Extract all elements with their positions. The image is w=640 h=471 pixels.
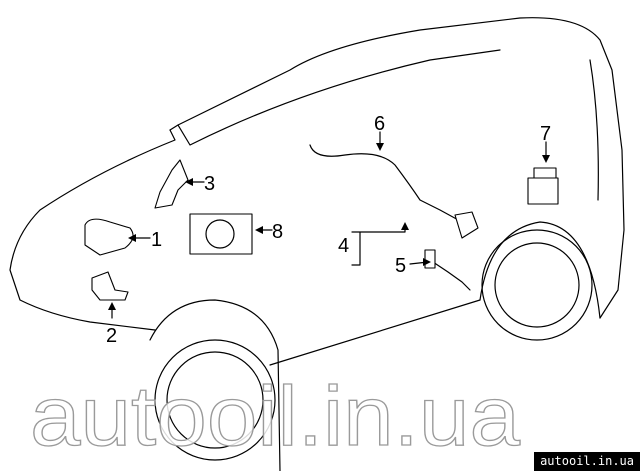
part-6-harness <box>309 144 463 223</box>
callout-8: 8 <box>272 221 283 243</box>
callout-1: 1 <box>151 229 162 251</box>
part-7-module <box>527 177 559 205</box>
watermark-badge: autooil.in.ua <box>534 452 640 471</box>
part-2-bracket <box>91 271 129 301</box>
watermark: autooil.in.ua <box>30 369 520 463</box>
callout-labels: 1 2 3 4 5 6 7 8 <box>106 113 551 347</box>
callout-3: 3 <box>204 173 215 195</box>
callout-5: 5 <box>395 255 406 277</box>
part-5-harness <box>429 259 471 291</box>
callout-2: 2 <box>106 325 117 347</box>
callout-arrows <box>108 131 550 319</box>
rear-wheel <box>479 221 601 341</box>
part-6-connector <box>454 211 479 239</box>
callout-4: 4 <box>338 235 349 257</box>
front-wheel <box>149 299 281 471</box>
parts <box>84 144 559 301</box>
part-8-module <box>189 213 253 255</box>
callout-6: 6 <box>374 113 385 135</box>
part-3-sensor <box>154 159 189 209</box>
part-1-sensor <box>84 218 134 256</box>
callout-7: 7 <box>540 123 551 145</box>
vehicle-outline <box>9 17 625 366</box>
